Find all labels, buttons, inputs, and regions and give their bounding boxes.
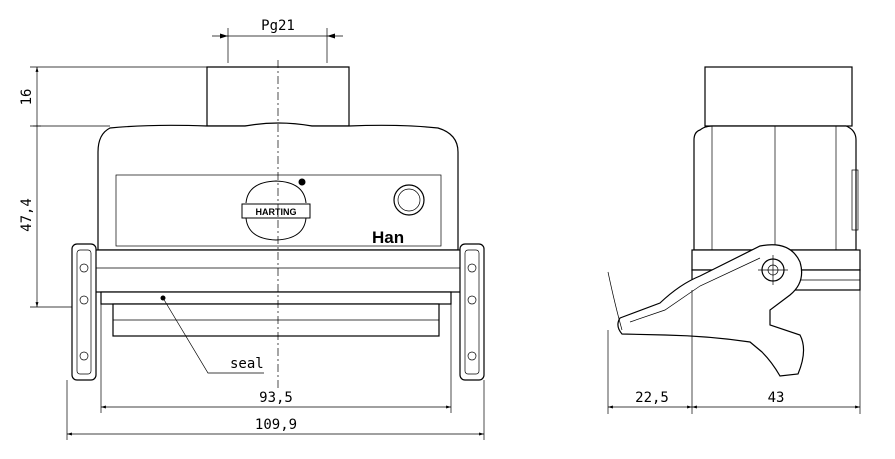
dim-inner-width: 93,5 <box>259 390 293 406</box>
side-cable-entry <box>704 66 853 127</box>
dim-overall-width: 109,9 <box>255 417 297 433</box>
dim-body-height: 47,4 <box>19 198 35 232</box>
label-panel <box>115 174 442 247</box>
hood-body <box>97 122 459 251</box>
front-view: HARTING Han seal <box>71 60 485 388</box>
dim-side-left: 22,5 <box>635 390 669 406</box>
harting-logo: HARTING <box>241 180 311 241</box>
dim-top-height: 16 <box>19 89 35 106</box>
right-lever <box>459 243 485 381</box>
dim-thread: Pg21 <box>261 18 295 34</box>
brand-label: Han <box>372 228 404 247</box>
logo-text: HARTING <box>256 207 297 217</box>
side-view: 22,5 43 <box>607 66 861 414</box>
indicator-window <box>393 184 425 216</box>
left-lever <box>71 243 97 381</box>
seal-rim <box>100 291 452 305</box>
dim-side-right: 43 <box>768 390 785 406</box>
front-dimensions: Pg21 16 47,4 93,5 109,9 <box>19 18 485 440</box>
side-lever <box>617 244 805 377</box>
indicator-dot <box>298 178 306 186</box>
lower-frame <box>85 249 467 293</box>
seal-label: seal <box>230 356 264 372</box>
seal-leader <box>162 297 264 374</box>
